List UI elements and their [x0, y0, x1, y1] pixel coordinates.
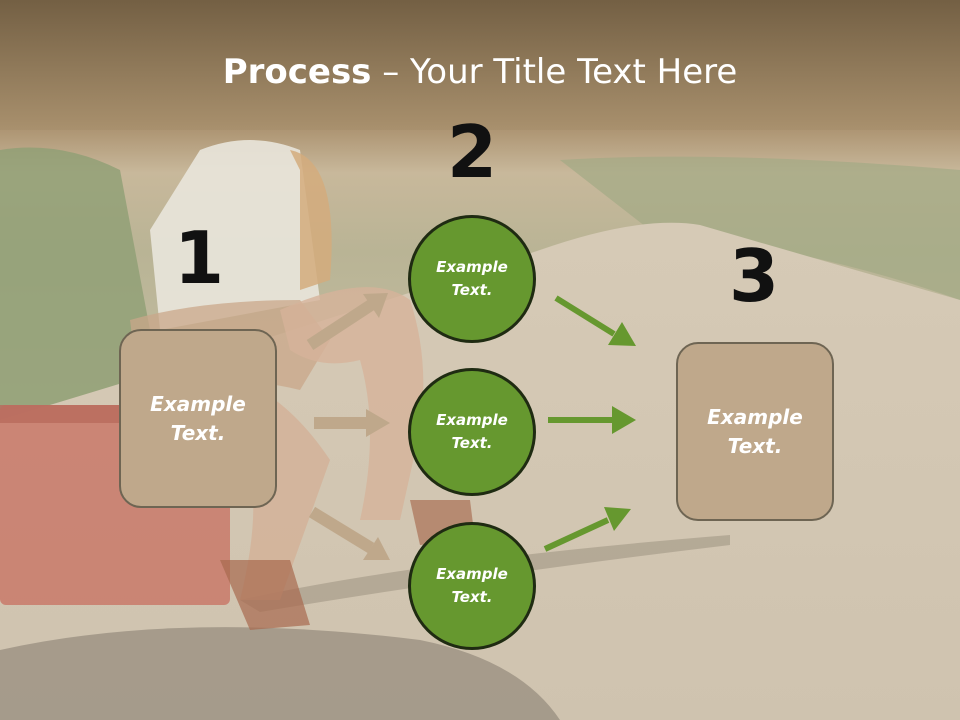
step2-circle-2[interactable]: Example Text. — [408, 368, 536, 496]
step3-box[interactable]: Example Text. — [676, 342, 834, 521]
circle-1-text: Example Text. — [436, 258, 508, 299]
arrow-circle1-to-box3 — [554, 295, 636, 346]
step-number-3: 3 — [728, 234, 780, 318]
title-bold: Process — [222, 52, 372, 92]
step1-box-text: Example Text. — [150, 391, 246, 445]
step2-circle-1[interactable]: Example Text. — [408, 215, 536, 343]
step1-box[interactable]: Example Text. — [119, 329, 277, 508]
arrow-box1-to-circle2 — [314, 409, 390, 437]
title-rest: – Your Title Text Here — [371, 52, 738, 92]
step3-box-text: Example Text. — [707, 404, 803, 458]
step2-circle-3[interactable]: Example Text. — [408, 522, 536, 650]
step-number-2: 2 — [446, 110, 498, 194]
arrow-box1-to-circle1 — [306, 293, 388, 351]
arrow-circle2-to-box3 — [548, 406, 636, 434]
circle-3-text: Example Text. — [436, 565, 508, 606]
arrow-box1-to-circle3 — [308, 506, 390, 560]
circle-2-text: Example Text. — [436, 411, 508, 452]
arrow-circle3-to-box3 — [543, 507, 631, 552]
slide-title: Process – Your Title Text Here — [0, 52, 960, 92]
step-number-1: 1 — [173, 216, 225, 300]
